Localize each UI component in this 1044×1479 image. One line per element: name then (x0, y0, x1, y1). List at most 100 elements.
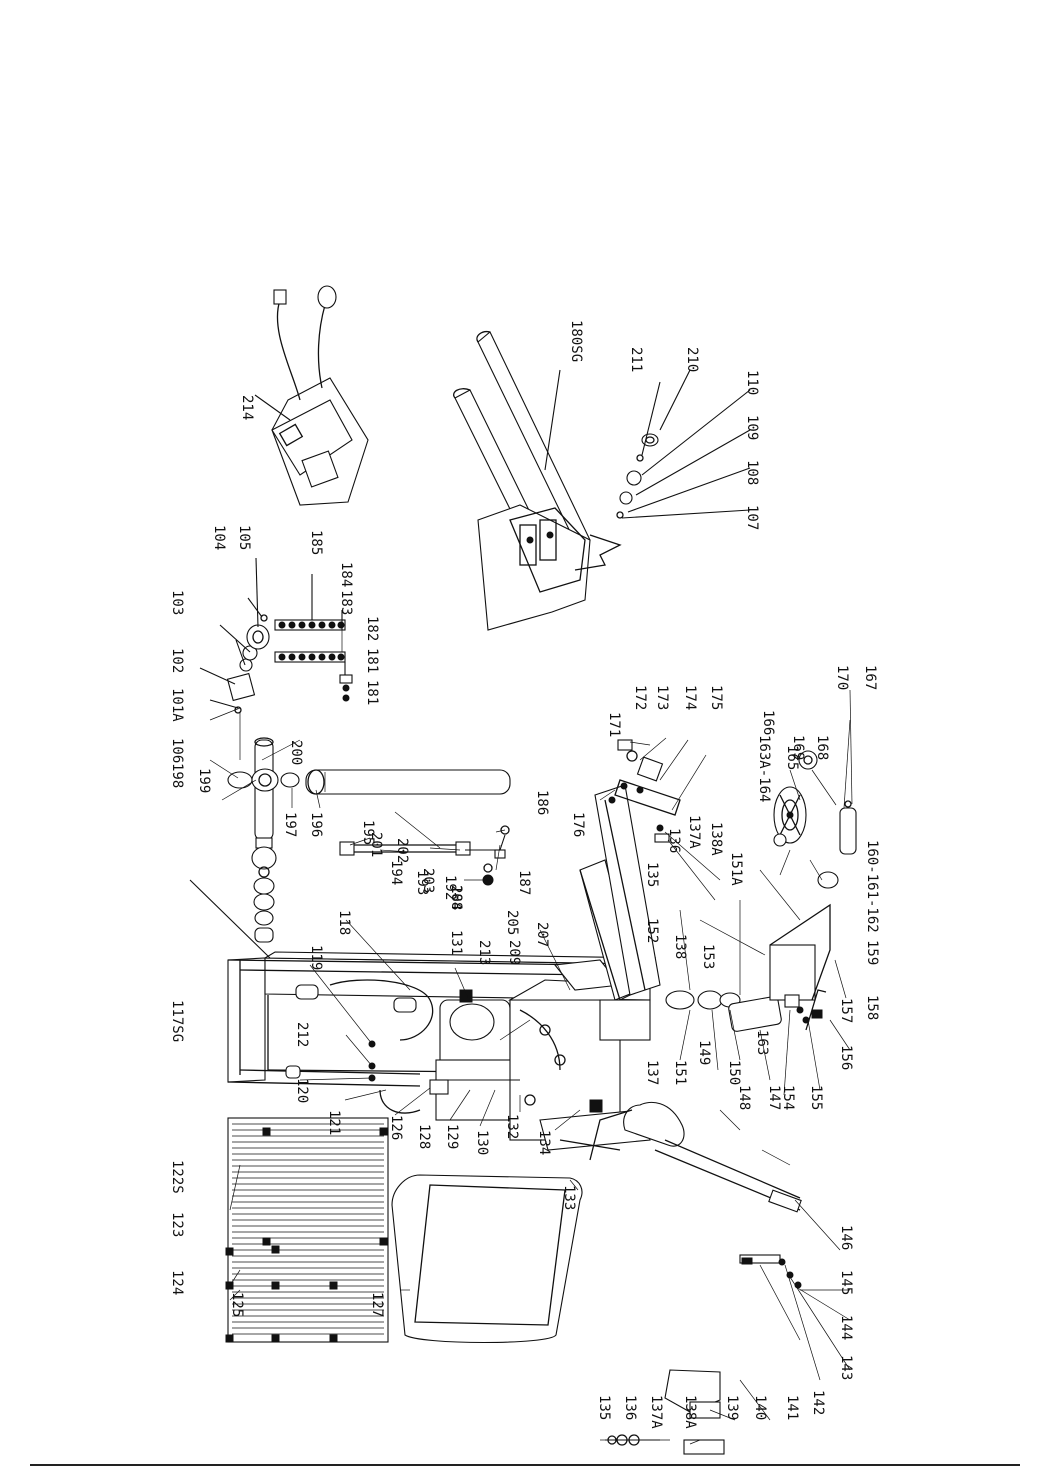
label-159: 159 (864, 940, 880, 965)
label-104: 104 (211, 525, 227, 550)
label-156: 156 (838, 1045, 854, 1070)
label-102: 102 (169, 648, 185, 673)
leader-lines (209, 689, 853, 1445)
label-200: 200 (288, 740, 304, 765)
label-151: 151 (672, 1060, 688, 1085)
label-199: 199 (196, 768, 212, 793)
label-193: 193 (414, 870, 430, 895)
label-202: 202 (394, 838, 410, 863)
label-110: 110 (744, 370, 760, 395)
label-196: 196 (308, 812, 324, 837)
label-194: 194 (388, 860, 404, 885)
label-153: 153 (700, 944, 716, 969)
label-105: 105 (236, 525, 252, 550)
label-107: 107 (744, 505, 760, 530)
label-130: 130 (474, 1130, 490, 1155)
label-135-b: 135 (644, 862, 660, 887)
label-157: 157 (838, 998, 854, 1023)
label-158: 158 (864, 995, 880, 1020)
label-213: 213 (476, 940, 492, 965)
label-188: 188 (448, 885, 464, 910)
label-141: 141 (784, 1395, 800, 1420)
label-184: 184 (338, 562, 354, 587)
label-163: 163 (754, 1030, 770, 1055)
label-126: 126 (388, 1115, 404, 1140)
label-173: 173 (654, 685, 670, 710)
label-138: 138 (672, 934, 688, 959)
label-197: 197 (282, 812, 298, 837)
label-118: 118 (336, 910, 352, 935)
label-125: 125 (229, 1292, 245, 1317)
label-163A-164: 163A-164 (756, 735, 772, 802)
label-212: 212 (294, 1022, 310, 1047)
label-138A-b: 138A (708, 822, 724, 856)
label-137A-a: 137A (648, 1395, 664, 1429)
label-123: 123 (169, 1212, 185, 1237)
roller-parts (616, 369, 751, 519)
label-140: 140 (752, 1395, 768, 1420)
label-142: 142 (810, 1390, 826, 1415)
label-109: 109 (744, 415, 760, 440)
label-103: 103 (169, 590, 185, 615)
linkage-171-176 (608, 739, 681, 843)
label-144: 144 (838, 1315, 854, 1340)
label-151A: 151A (728, 852, 744, 886)
label-205: 205 (504, 910, 520, 935)
label-214: 214 (239, 395, 255, 420)
label-137: 137 (644, 1060, 660, 1085)
label-165: 165 (784, 745, 800, 770)
label-128: 128 (416, 1124, 432, 1149)
grille-122S (225, 1117, 389, 1343)
label-120: 120 (294, 1078, 310, 1103)
label-108: 108 (744, 460, 760, 485)
label-203: 203 (420, 868, 436, 893)
label-180SG: 180SG (568, 320, 584, 362)
tiller-handle (589, 1101, 802, 1455)
label-201: 201 (368, 832, 384, 857)
chassis-209 (553, 784, 661, 1151)
label-175: 175 (708, 685, 724, 710)
label-192: 192 (442, 875, 458, 900)
label-186: 186 (534, 790, 550, 815)
chain-185 (274, 574, 353, 702)
bottom-rule (30, 1464, 1020, 1466)
drive-unit (665, 903, 831, 1032)
label-149: 149 (696, 1040, 712, 1065)
label-209: 209 (506, 940, 522, 965)
label-174: 174 (682, 685, 698, 710)
label-181-a: 181 (364, 648, 380, 673)
label-168: 168 (814, 735, 830, 760)
label-181-b: 181 (364, 680, 380, 705)
label-183: 183 (338, 590, 354, 615)
cylinder-196 (227, 768, 511, 795)
label-134: 134 (536, 1130, 552, 1155)
label-166: 166 (760, 710, 776, 735)
label-101A: 101A (169, 688, 185, 722)
label-182: 182 (364, 616, 380, 641)
label-152: 152 (644, 918, 660, 943)
label-136-a: 136 (622, 1395, 638, 1420)
hose-assembly (339, 825, 510, 886)
label-210: 210 (684, 347, 700, 372)
label-185: 185 (308, 530, 324, 555)
label-122S: 122S (169, 1160, 185, 1194)
label-204: 204 (448, 885, 464, 910)
pump-head-assembly (199, 557, 270, 760)
label-172: 172 (632, 685, 648, 710)
label-150: 150 (726, 1060, 742, 1085)
label-187: 187 (516, 870, 532, 895)
label-207: 207 (534, 922, 550, 947)
control-box-214 (254, 285, 369, 506)
label-117SG: 117SG (169, 1000, 185, 1042)
label-147: 147 (766, 1085, 782, 1110)
label-160-161-162: 160-161-162 (864, 840, 880, 933)
label-148: 148 (736, 1085, 752, 1110)
label-138A-a: 138A (682, 1395, 698, 1429)
label-171: 171 (606, 712, 622, 737)
label-176: 176 (570, 812, 586, 837)
label-119: 119 (308, 945, 324, 970)
label-135-a: 135 (596, 1395, 612, 1420)
label-132: 132 (504, 1114, 520, 1139)
label-136-b: 136 (666, 828, 682, 853)
label-195: 195 (360, 820, 376, 845)
